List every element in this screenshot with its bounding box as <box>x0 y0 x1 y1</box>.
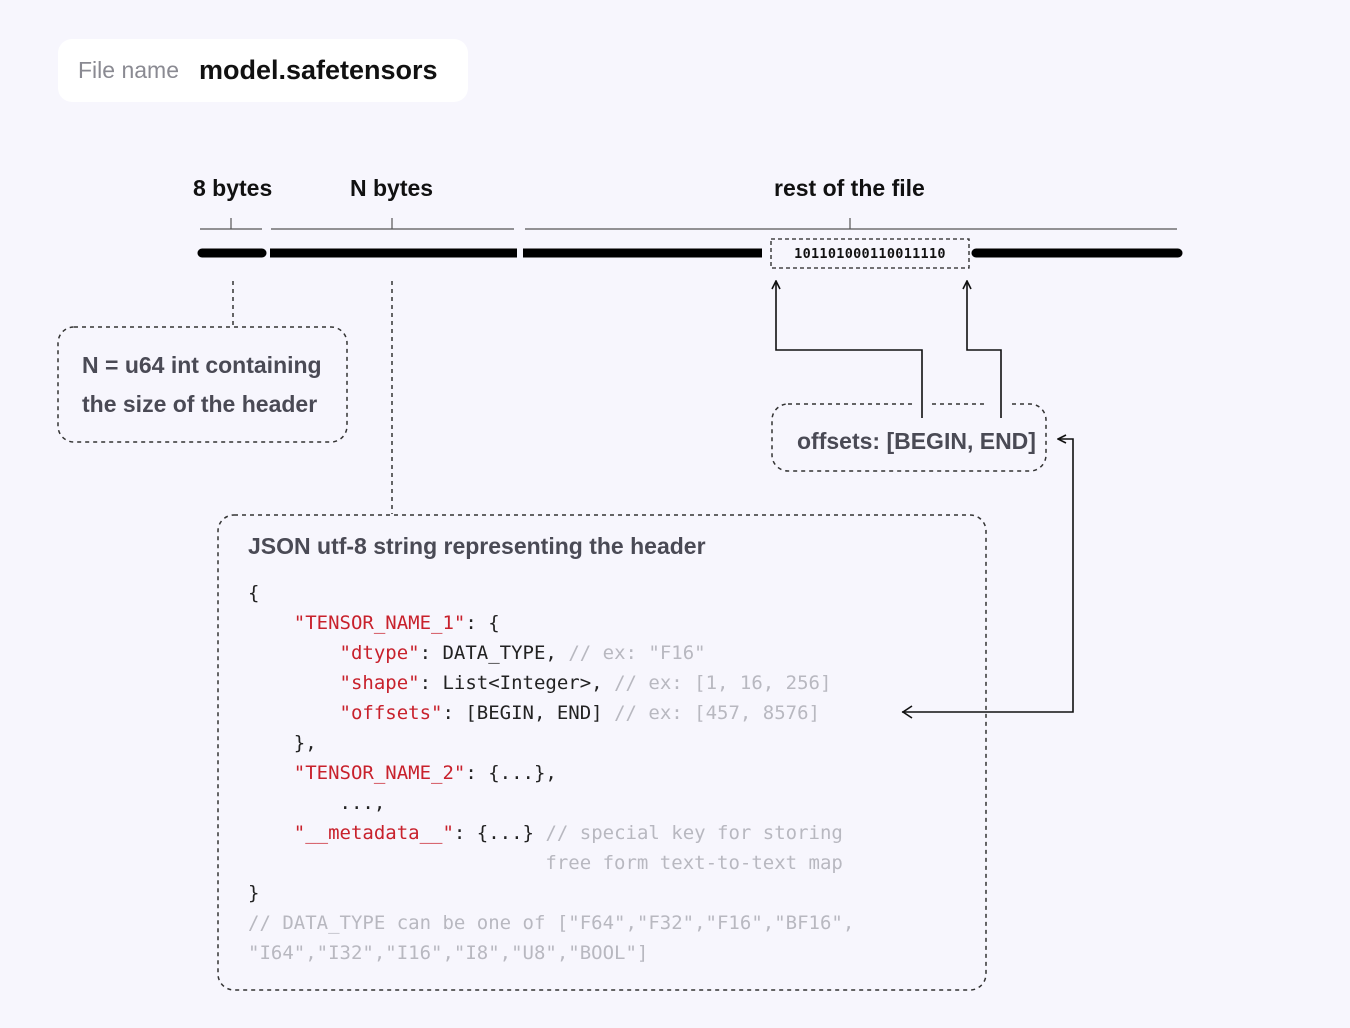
code-text: ..., <box>248 792 386 814</box>
code-line: "TENSOR_NAME_1": { <box>248 608 854 638</box>
code-key: "offsets" <box>339 702 443 724</box>
code-comment: // ex: [457, 8576] <box>614 702 820 724</box>
arrow-offsets-comment <box>902 439 1074 713</box>
file-name-card: File name model.safetensors <box>58 39 468 102</box>
code-text <box>248 642 340 664</box>
code-text <box>248 702 340 724</box>
code-text: : List<Integer>, <box>419 672 615 694</box>
code-comment: // ex: [1, 16, 256] <box>614 672 832 694</box>
code-key: "__metadata__" <box>293 822 454 844</box>
code-comment: // ex: "F16" <box>568 642 706 664</box>
code-text <box>248 852 545 874</box>
code-text <box>248 822 294 844</box>
code-line: "shape": List<Integer>, // ex: [1, 16, 2… <box>248 668 854 698</box>
code-text: { <box>248 582 260 604</box>
bits-box <box>770 238 970 269</box>
code-line: "__metadata__": {...} // special key for… <box>248 818 854 848</box>
arrow-offset-end <box>967 281 1002 418</box>
code-text: : [BEGIN, END] <box>442 702 615 724</box>
code-line: { <box>248 578 854 608</box>
n-size-note: N = u64 int containing the size of the h… <box>82 352 322 417</box>
file-name-label: File name <box>78 57 179 83</box>
code-text: : {...}, <box>465 762 557 784</box>
json-box-title: JSON utf-8 string representing the heade… <box>248 533 706 559</box>
bracket-n-bytes <box>271 218 514 230</box>
file-name-value: model.safetensors <box>198 55 438 85</box>
code-line: "dtype": DATA_TYPE, // ex: "F16" <box>248 638 854 668</box>
code-text <box>248 612 294 634</box>
bits-sample: 101101000110011110 <box>794 246 946 262</box>
json-header-box <box>217 514 987 991</box>
code-line: }, <box>248 728 854 758</box>
code-text: }, <box>248 732 317 754</box>
code-key: "dtype" <box>339 642 420 664</box>
code-key: "TENSOR_NAME_2" <box>293 762 466 784</box>
code-text <box>248 762 294 784</box>
code-text: } <box>248 882 260 904</box>
json-header-code: { "TENSOR_NAME_1": { "dtype": DATA_TYPE,… <box>248 578 854 968</box>
code-line: free form text-to-text map <box>248 848 854 878</box>
arrow-offset-begin <box>776 281 923 418</box>
code-text: : DATA_TYPE, <box>419 642 569 664</box>
bracket-8-bytes <box>200 218 262 230</box>
n-note-box <box>57 326 348 443</box>
code-comment: // DATA_TYPE can be one of ["F64","F32",… <box>248 912 855 934</box>
code-line: ..., <box>248 788 854 818</box>
code-text: : { <box>465 612 500 634</box>
offsets-note-box <box>771 403 1047 472</box>
code-text <box>248 672 340 694</box>
code-line: "I64","I32","I16","I8","U8","BOOL"] <box>248 938 854 968</box>
arrow-offsets-comment-head <box>901 705 913 719</box>
segment-label-rest-of-file: rest of the file <box>774 175 925 201</box>
offsets-note: offsets: [BEGIN, END] <box>797 428 1036 454</box>
code-line: "offsets": [BEGIN, END] // ex: [457, 857… <box>248 698 854 728</box>
code-line: // DATA_TYPE can be one of ["F64","F32",… <box>248 908 854 938</box>
bracket-rest-of-file <box>525 218 1177 230</box>
code-key: "shape" <box>339 672 420 694</box>
segment-label-8-bytes: 8 bytes <box>193 175 273 201</box>
segment-label-n-bytes: N bytes <box>350 175 434 201</box>
code-comment: "I64","I32","I16","I8","U8","BOOL"] <box>248 942 649 964</box>
code-comment: // special key for storing <box>545 822 843 844</box>
code-key: "TENSOR_NAME_1" <box>293 612 466 634</box>
code-line: } <box>248 878 854 908</box>
code-line: "TENSOR_NAME_2": {...}, <box>248 758 854 788</box>
code-text: : {...} <box>453 822 546 844</box>
code-comment: free form text-to-text map <box>545 852 843 874</box>
